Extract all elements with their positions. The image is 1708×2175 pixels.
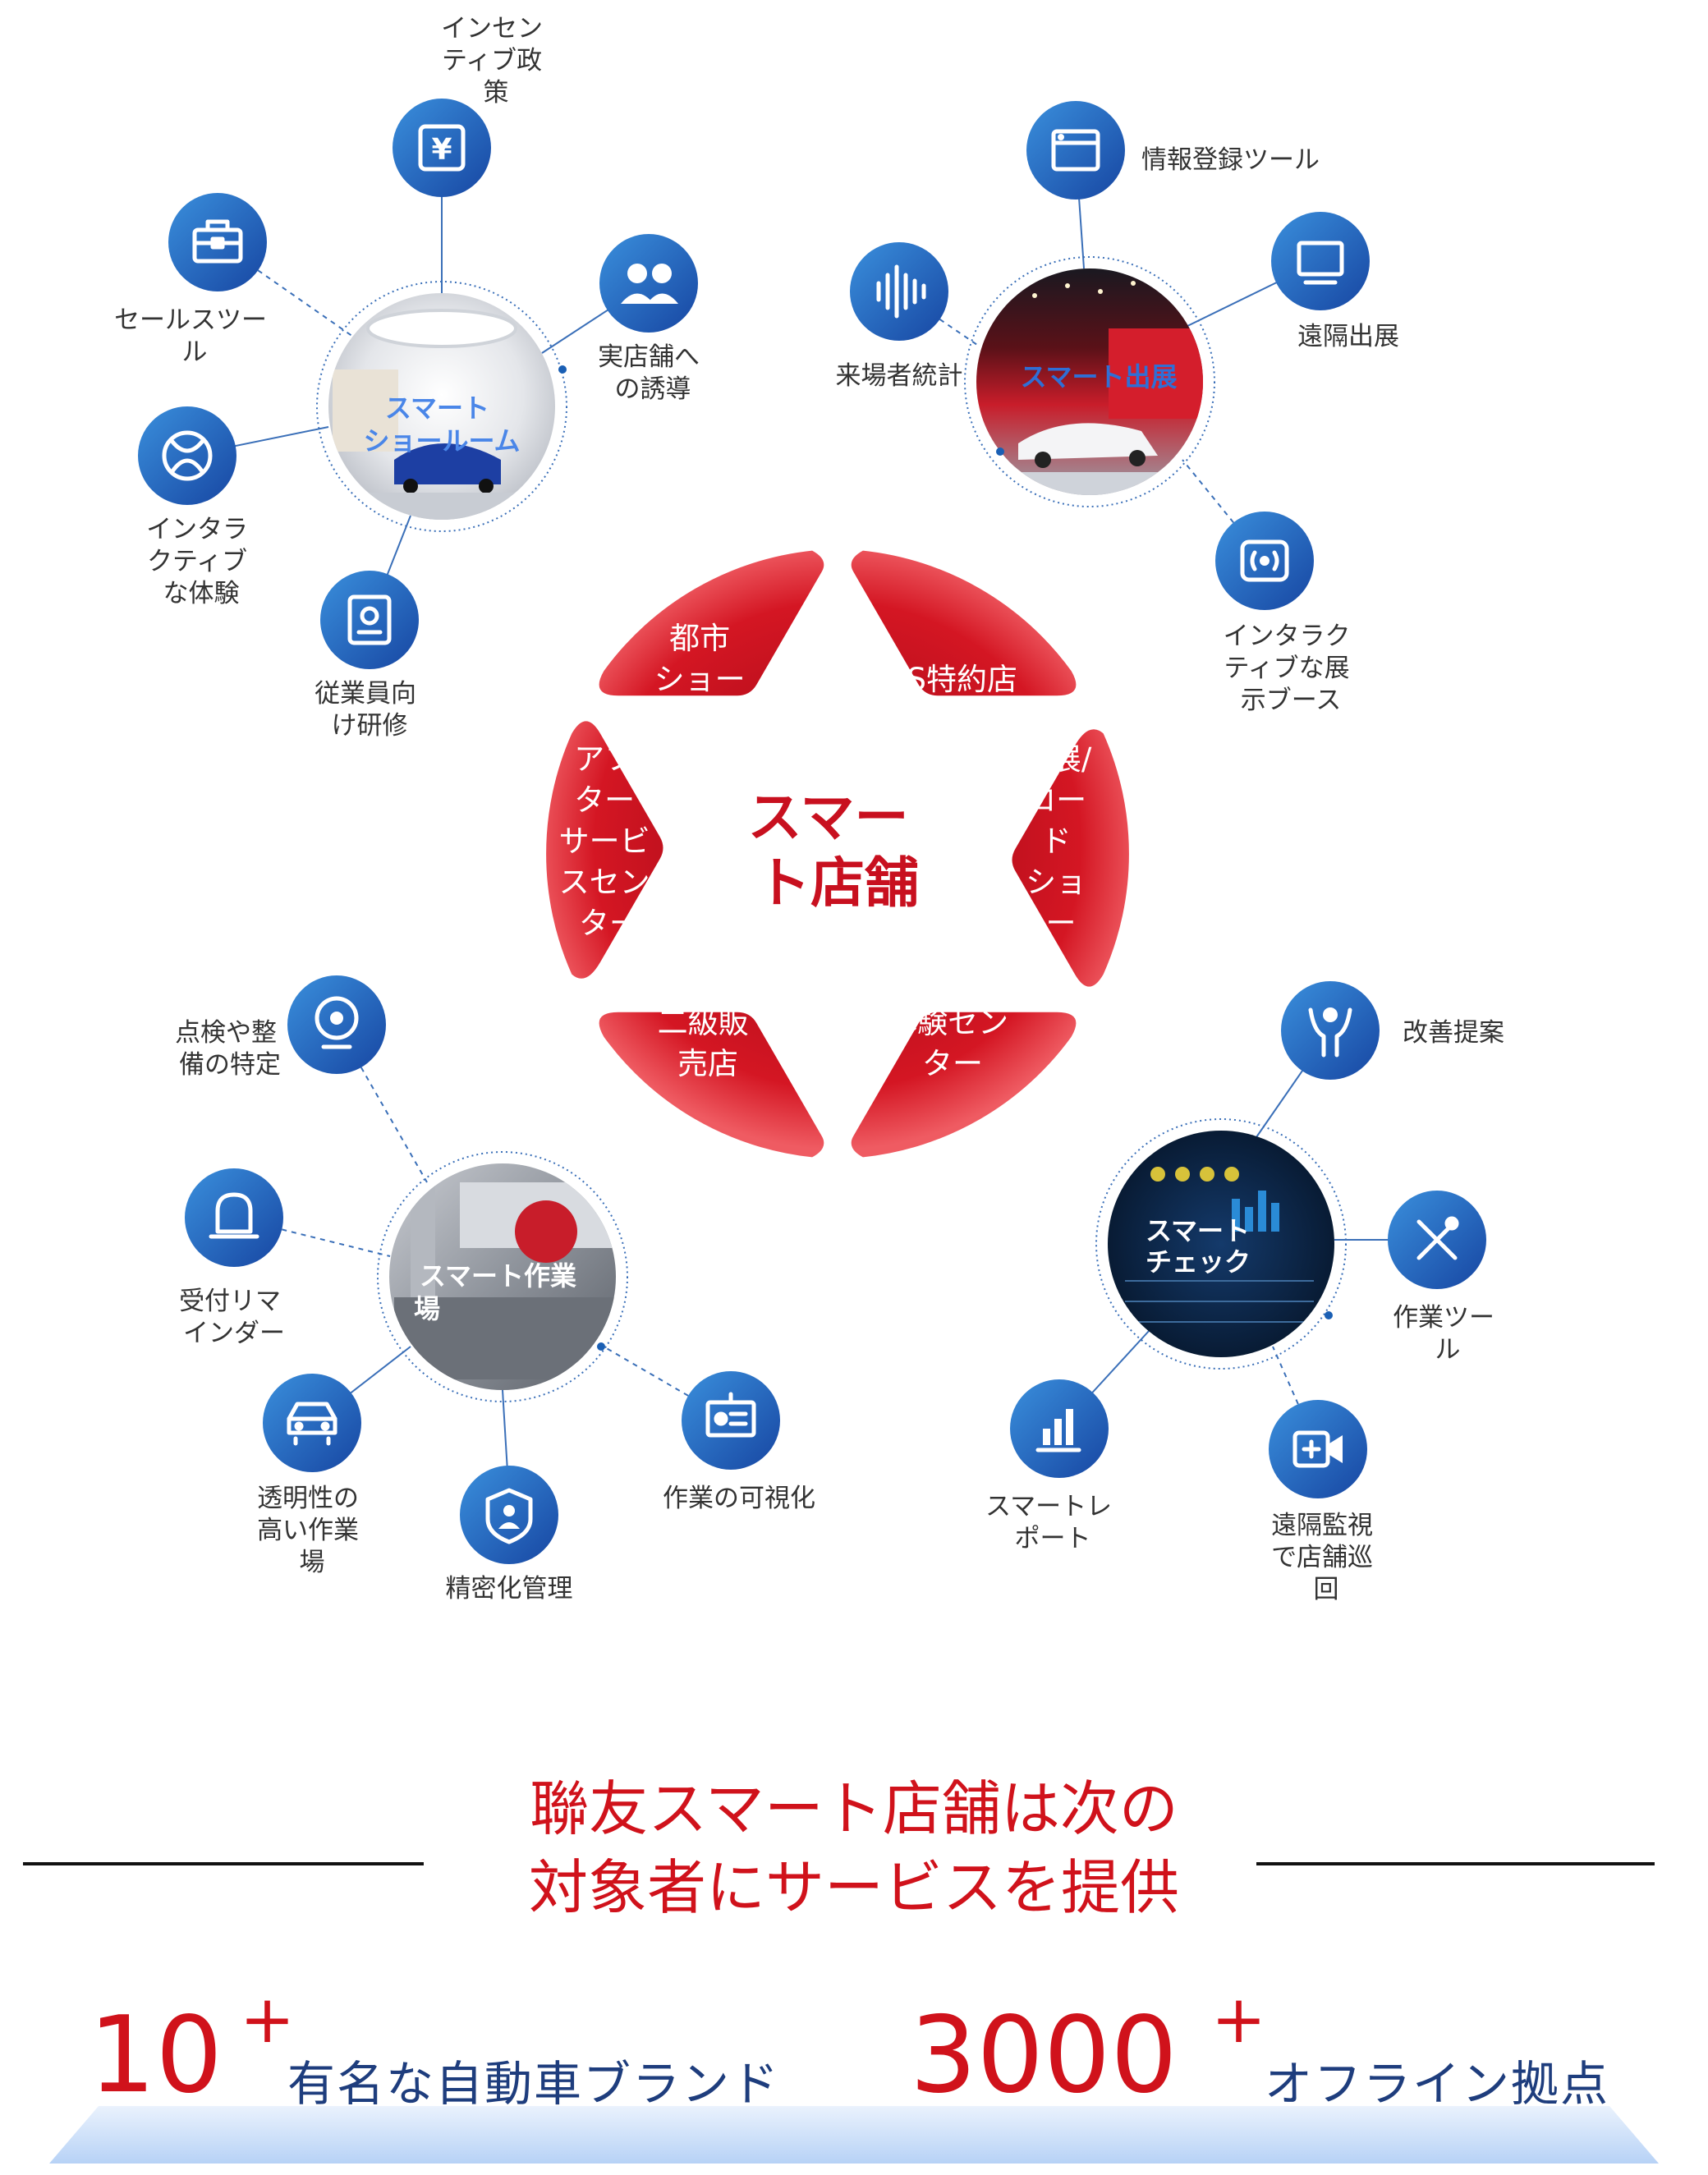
shield-user-icon	[485, 1488, 533, 1544]
node-remote-exhibition: 遠隔出展	[1271, 212, 1399, 351]
wheel-hub	[698, 714, 977, 993]
cluster-smart-workshop: スマート作業 場 点検や整 備の特定 受付リマ インダー	[175, 975, 815, 1604]
xbox-icon	[162, 430, 213, 481]
users-icon	[621, 264, 678, 304]
node-label: 透明性の 高い作業 場	[257, 1484, 367, 1577]
check-photo	[1108, 1131, 1334, 1357]
segment-label-exhibition: 出展/ ロー ド ショ ー	[1021, 741, 1101, 941]
smart-store-diagram: スマー ト店舗 4S特約店 出展/ ロー ド ショ ー 体験セン ター 二級販 …	[114, 14, 1504, 1604]
node-label: 受付リマ インダー	[179, 1287, 289, 1348]
stat-locations-number: 3000	[910, 1994, 1178, 2117]
node-label: 作業の可視化	[663, 1484, 815, 1513]
node-inspection-identify: 点検や整 備の特定	[175, 975, 386, 1080]
node-remote-monitoring: 遠隔監視 で店舗巡 回	[1269, 1400, 1381, 1604]
node-interactive-experience: インタラ クティブ な体験	[138, 406, 256, 608]
hub-label: スマー ト店舗	[747, 786, 927, 915]
check-photo-label: スマート チェック	[1146, 1215, 1259, 1278]
cluster-smart-check: スマート チェック 改善提案 作業ツー ル	[985, 981, 1504, 1604]
divider-left	[23, 1862, 424, 1865]
services-title: 聯友スマート店舗は次の 対象者にサービスを提供	[0, 1769, 1708, 1927]
cluster-smart-showroom: スマート ショールーム ¥ インセン ティブ政 策	[114, 14, 708, 741]
toolbox-icon	[192, 219, 243, 264]
services-title-line-2: 対象者にサービスを提供	[528, 1853, 1179, 1922]
window-icon	[1051, 129, 1100, 172]
node-work-tool: 作業ツー ル	[1388, 1191, 1503, 1365]
node-incentive-policy: ¥ インセン ティブ政 策	[393, 14, 551, 197]
segment-label-secondary-dealer: 二級販 売店	[658, 1005, 759, 1081]
bell-icon	[209, 1192, 259, 1239]
node-sales-tool: セールスツー ル	[114, 193, 275, 367]
node-improvement-proposal: 改善提案	[1281, 981, 1504, 1080]
broadcast-icon	[1240, 539, 1289, 582]
node-label: 作業ツー ル	[1393, 1303, 1503, 1365]
segment-label-after-service: アフ ター サービ スセン ター	[559, 741, 660, 941]
workshop-photo	[389, 1163, 616, 1390]
workshop-photo-label: スマート作業 場	[414, 1260, 585, 1324]
node-info-registration-tool: 情報登録ツール	[1026, 101, 1320, 200]
node-label: 改善提案	[1403, 1018, 1504, 1048]
node-work-visualization: 作業の可視化	[663, 1371, 815, 1513]
stat-brands-label: 有名な自動車ブランド	[287, 2056, 781, 2112]
node-visitor-statistics: 来場者統計	[836, 242, 963, 391]
presentation-icon	[705, 1392, 756, 1438]
node-precision-management: 精密化管理	[446, 1466, 573, 1604]
yen-icon: ¥	[418, 124, 466, 172]
wheel-segment-city-showroom	[599, 550, 824, 696]
stat-brands-number: 10	[89, 1994, 223, 2117]
node-label: 情報登録ツール	[1141, 145, 1320, 175]
node-label: 点検や整 備の特定	[175, 1018, 285, 1080]
monitor-icon	[1297, 241, 1344, 285]
node-label: 遠隔出展	[1297, 322, 1399, 351]
platform-base	[49, 2106, 1659, 2164]
node-label: セールスツー ル	[114, 305, 275, 367]
person-arms-icon	[1308, 1007, 1352, 1058]
node-transparent-workshop: 透明性の 高い作業 場	[257, 1374, 367, 1577]
node-label: 従業員向 け研修	[315, 679, 425, 741]
node-interactive-booth: インタラク ティブな展 示ブース	[1215, 512, 1359, 715]
node-smart-report: スマートレ ポート	[985, 1379, 1120, 1553]
wheel-segment-experience-center	[851, 1012, 1077, 1158]
waveform-icon	[876, 264, 926, 319]
node-label: スマートレ ポート	[985, 1492, 1120, 1553]
node-label: 来場者統計	[836, 361, 963, 391]
node-label: 精密化管理	[446, 1574, 573, 1604]
id-card-icon	[347, 594, 392, 645]
showroom-photo-label: スマート ショールーム	[363, 392, 520, 457]
svg-text:¥: ¥	[431, 133, 452, 167]
wheel-segment-exhibition	[1012, 729, 1129, 987]
node-label: インセン ティブ政 策	[441, 14, 551, 108]
center-wheel: スマー ト店舗 4S特約店 出展/ ロー ド ショ ー 体験セン ター 二級販 …	[546, 550, 1129, 1158]
video-camera-icon	[1292, 1430, 1343, 1468]
node-label: インタラク ティブな展 示ブース	[1224, 622, 1359, 715]
stats-row: 10 + 有名な自動車ブランド 3000 + オフライン拠点	[0, 1987, 1708, 2118]
car-icon	[287, 1402, 337, 1446]
node-reception-reminder: 受付リマ インダー	[179, 1168, 289, 1348]
segment-label-4s-dealer: 4S特約店	[888, 662, 1017, 697]
wheel-segment-4s-dealer	[851, 550, 1077, 696]
divider-right	[1256, 1862, 1655, 1865]
services-title-line-1: 聯友スマート店舗は次の	[530, 1774, 1178, 1843]
stat-locations-plus: +	[1211, 1981, 1267, 2058]
tools-icon	[1416, 1216, 1459, 1260]
node-label: 実店舗へ の誘導	[598, 342, 708, 404]
webcam-icon	[315, 996, 359, 1049]
node-label: インタラ クティブ な体験	[146, 515, 256, 608]
wheel-segment-secondary-dealer	[599, 1012, 824, 1158]
wheel-segment-after-service	[546, 721, 663, 979]
node-store-guidance: 実店舗へ の誘導	[598, 234, 708, 404]
node-staff-training: 従業員向 け研修	[315, 571, 425, 741]
segment-label-experience-center: 体験セン ター	[887, 1005, 1018, 1081]
stat-brands-plus: +	[240, 1981, 296, 2058]
segment-label-city-showroom: 都市 ショー ルーム	[654, 621, 755, 738]
stat-locations-label: オフライン拠点	[1265, 2056, 1610, 2112]
cluster-smart-exhibition: スマート出展 情報登録ツール	[836, 101, 1399, 715]
bar-chart-icon	[1035, 1409, 1081, 1452]
node-label: 遠隔監視 で店舗巡 回	[1271, 1511, 1381, 1604]
exhibition-photo-label: スマート出展	[1020, 361, 1177, 392]
